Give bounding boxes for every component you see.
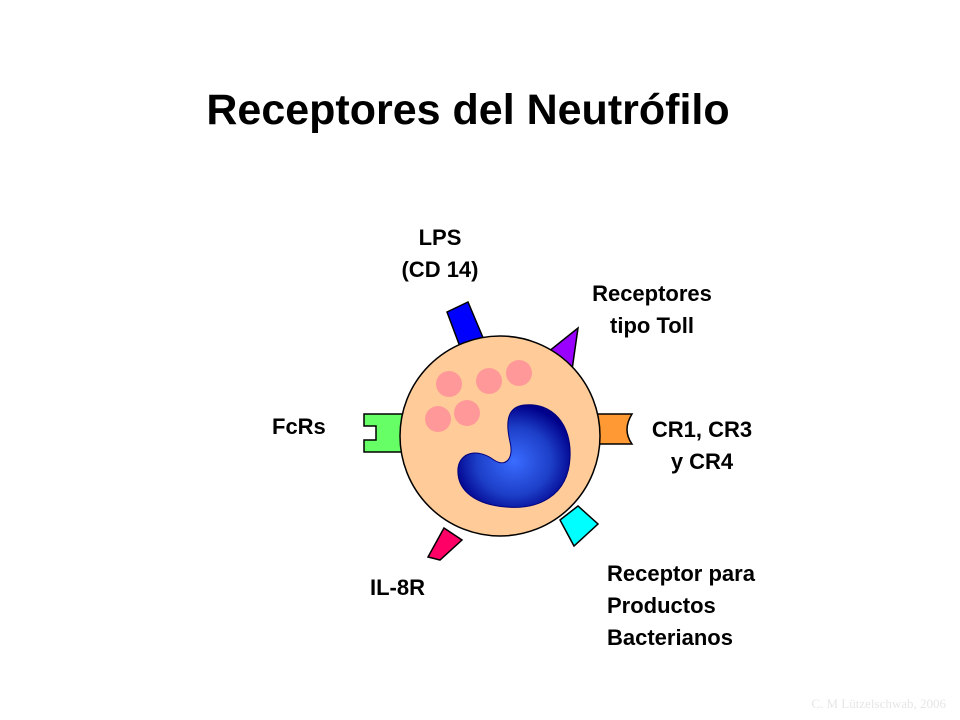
nucleus bbox=[457, 404, 571, 508]
label-lps: LPS(CD 14) bbox=[401, 225, 479, 282]
credit-watermark: C. M Lützelschwab, 2006 bbox=[811, 696, 946, 711]
cr-receptor bbox=[591, 413, 634, 445]
il8-receptor bbox=[426, 526, 464, 561]
granules bbox=[425, 360, 532, 432]
label-il8r: IL-8R bbox=[370, 575, 425, 600]
granule bbox=[476, 368, 502, 394]
granule bbox=[436, 371, 462, 397]
fc-receptor bbox=[363, 413, 407, 453]
page-title: Receptores del Neutrófilo bbox=[206, 86, 730, 134]
granule bbox=[454, 400, 480, 426]
bacterial-receptor bbox=[559, 505, 600, 548]
granule bbox=[506, 360, 532, 386]
label-fcrs: FcRs bbox=[272, 414, 326, 439]
granule bbox=[425, 406, 451, 432]
